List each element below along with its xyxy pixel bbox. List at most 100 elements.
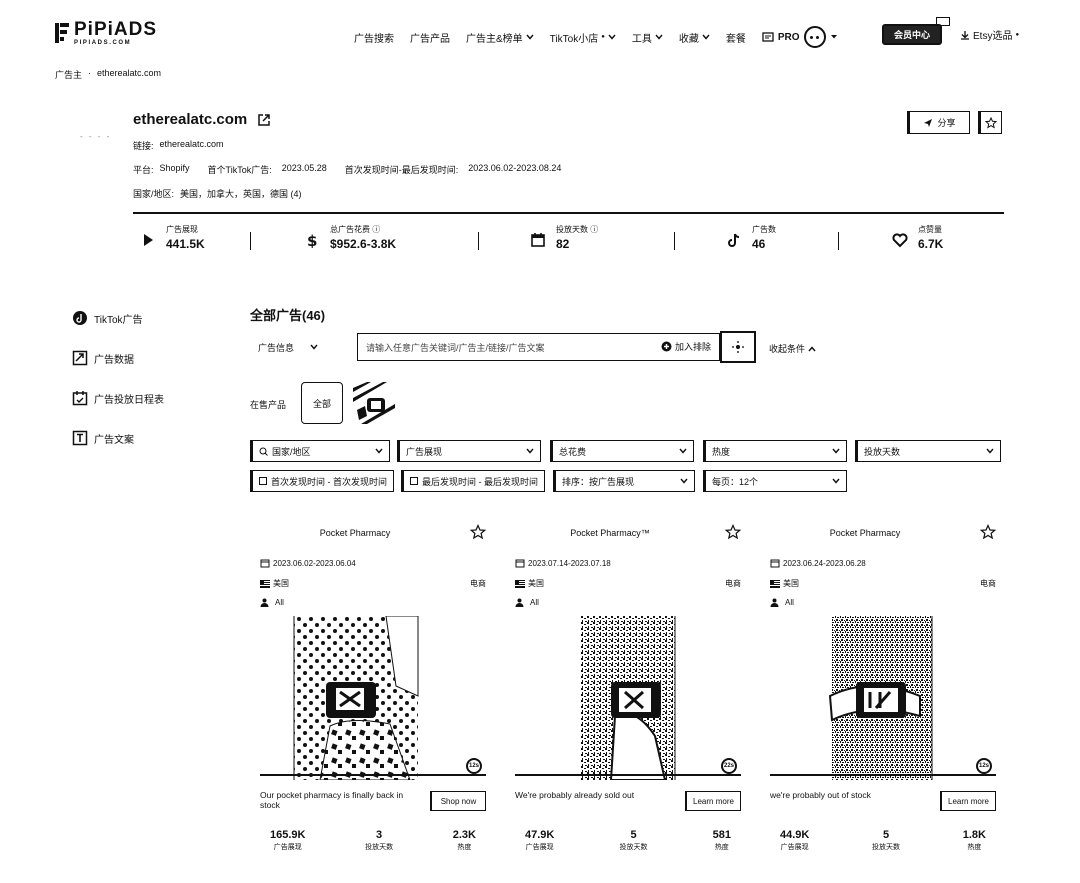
flag-icon	[260, 579, 270, 588]
filter-label: 投放天数	[864, 446, 901, 457]
pro-menu[interactable]: PRO	[762, 26, 838, 48]
pipiads-logo[interactable]: PiPiADS PIPIADS.COM	[54, 20, 157, 46]
product-thumbnail[interactable]	[353, 382, 395, 424]
target-search-icon	[732, 341, 744, 353]
link-value[interactable]: etherealatc.com	[159, 139, 224, 149]
collapse-filters-toggle[interactable]: 收起条件	[769, 342, 816, 355]
sidebar-item-ad-data[interactable]: 广告数据	[72, 338, 164, 378]
add-exclude-button[interactable]: 加入排除	[661, 340, 711, 353]
nav-label: 收藏	[678, 33, 699, 45]
advertiser-region-row: 国家/地区: 美国，加拿大，英国，德国 (4)	[133, 187, 302, 200]
nav-ad-search[interactable]: 广告搜索	[354, 30, 394, 45]
card-video-thumbnail[interactable]: 12s	[260, 616, 486, 780]
external-link-icon[interactable]	[257, 113, 271, 127]
card-days: 5	[882, 829, 890, 841]
ad-card[interactable]: Pocket Pharmacy 2023.06.02-2023.06.04 美国…	[260, 520, 486, 880]
filter-last-seen[interactable]: 最后发现时间 - 最后发现时间	[401, 470, 545, 492]
filter-label: 广告展现	[406, 446, 443, 457]
duration-badge: 22s	[721, 758, 737, 774]
nav-plans[interactable]: 套餐	[726, 30, 746, 45]
search-button[interactable]	[720, 331, 756, 363]
share-button[interactable]: 分享	[907, 111, 970, 134]
first-ad-label: 首个TikTok广告:	[207, 165, 272, 175]
filter-total-spend[interactable]: 总花费	[550, 440, 694, 462]
plus-circle-icon	[661, 341, 672, 352]
text-icon	[72, 430, 88, 446]
filter-country[interactable]: 国家/地区	[250, 440, 390, 462]
card-cta-button[interactable]: Learn more	[940, 791, 996, 811]
card-cta-button[interactable]: Learn more	[685, 791, 741, 811]
stat-separator	[838, 232, 839, 250]
tiktok-icon	[73, 311, 87, 325]
card-video-thumbnail[interactable]: 22s	[515, 616, 741, 780]
search-type-select[interactable]: 广告信息	[250, 334, 354, 360]
seen-label: 首次发现时间-最后发现时间:	[344, 165, 459, 175]
filter-impressions[interactable]: 广告展现	[397, 440, 541, 462]
tiktok-icon	[728, 233, 740, 247]
header-divider	[133, 212, 1004, 214]
calendar-icon	[260, 559, 270, 568]
calendar-icon	[515, 559, 525, 568]
sidebar-item-label: 广告数据	[94, 354, 134, 366]
card-caption: We're probably already sold out	[515, 790, 635, 800]
card-product-name[interactable]: Pocket Pharmacy	[829, 528, 901, 538]
download-icon	[961, 30, 969, 40]
search-input[interactable]: 请输入任意广告关键词/广告主/链接/广告文案 加入排除	[357, 333, 720, 361]
sort-select[interactable]: 排序：按广告展现	[553, 470, 695, 492]
breadcrumb-root[interactable]: 广告主	[55, 70, 83, 80]
main-nav: 广告搜索 广告产品 广告主&榜单 TikTok小店● 工具 收藏 套餐 PRO	[354, 26, 844, 48]
user-icon	[515, 598, 524, 607]
nav-ad-products[interactable]: 广告产品	[410, 30, 450, 45]
breadcrumb-current: etherealatc.com	[97, 68, 162, 78]
filter-first-seen[interactable]: 首次发现时间 - 首次发现时间	[250, 470, 394, 492]
card-product-name[interactable]: Pocket Pharmacy	[319, 528, 391, 538]
date-checkbox[interactable]	[410, 477, 418, 485]
sidebar-item-tiktok-ads[interactable]: TikTok广告	[72, 298, 164, 338]
nav-label: TikTok小店	[549, 33, 599, 45]
card-video-thumbnail[interactable]: 12s	[770, 616, 996, 780]
nav-favorites[interactable]: 收藏	[679, 30, 710, 45]
page-size-select[interactable]: 每页：12个	[703, 470, 847, 492]
nav-tiktok-shop[interactable]: TikTok小店●	[550, 30, 616, 45]
etsy-selection-link[interactable]: Etsy选品●	[960, 27, 1019, 42]
flag-icon	[515, 579, 525, 588]
star-icon[interactable]	[725, 524, 741, 540]
favorite-button[interactable]	[978, 111, 1002, 134]
sidebar-item-schedule[interactable]: 广告投放日程表	[72, 378, 164, 418]
duration-badge: 12s	[976, 758, 992, 774]
card-cta-button[interactable]: Shop now	[430, 791, 486, 811]
date-checkbox[interactable]	[259, 477, 267, 485]
on-sale-products-label: 在售产品	[250, 400, 287, 410]
chevron-down-icon	[832, 448, 840, 454]
chevron-down-icon	[375, 448, 383, 454]
nav-label: 广告主&榜单	[466, 33, 523, 45]
ad-card[interactable]: Pocket Pharmacy 2023.06.24-2023.06.28 美国…	[770, 520, 996, 880]
nav-tools[interactable]: 工具	[632, 30, 663, 45]
product-filter-all[interactable]: 全部	[301, 382, 343, 424]
ad-card[interactable]: Pocket Pharmacy™ 2023.07.14-2023.07.18 美…	[515, 520, 741, 880]
stat-label: 投放天数 ⓘ	[556, 225, 599, 234]
nav-label: 工具	[631, 33, 652, 45]
user-avatar[interactable]	[803, 26, 826, 48]
card-country-row: 美国	[260, 578, 289, 589]
vip-center-button[interactable]: 会员中心	[882, 24, 942, 45]
platform-value: Shopify	[159, 163, 190, 173]
filter-ad-days[interactable]: 投放天数	[855, 440, 1001, 462]
star-icon	[985, 116, 997, 129]
chevron-down-icon	[526, 34, 534, 40]
logo-main-text: PiPiADS	[74, 19, 158, 40]
sidebar-item-label: 广告文案	[94, 434, 134, 446]
card-audience: All	[275, 598, 284, 607]
chevron-down-icon	[655, 34, 663, 40]
filter-heat[interactable]: 热度	[703, 440, 847, 462]
card-product-name[interactable]: Pocket Pharmacy™	[570, 528, 650, 538]
sidebar-item-ad-copy[interactable]: 广告文案	[72, 418, 164, 458]
star-icon[interactable]	[470, 524, 486, 540]
star-icon[interactable]	[980, 524, 996, 540]
send-icon	[924, 118, 933, 127]
region-label: 国家/地区:	[133, 189, 175, 199]
nav-advertisers[interactable]: 广告主&榜单	[466, 30, 534, 45]
